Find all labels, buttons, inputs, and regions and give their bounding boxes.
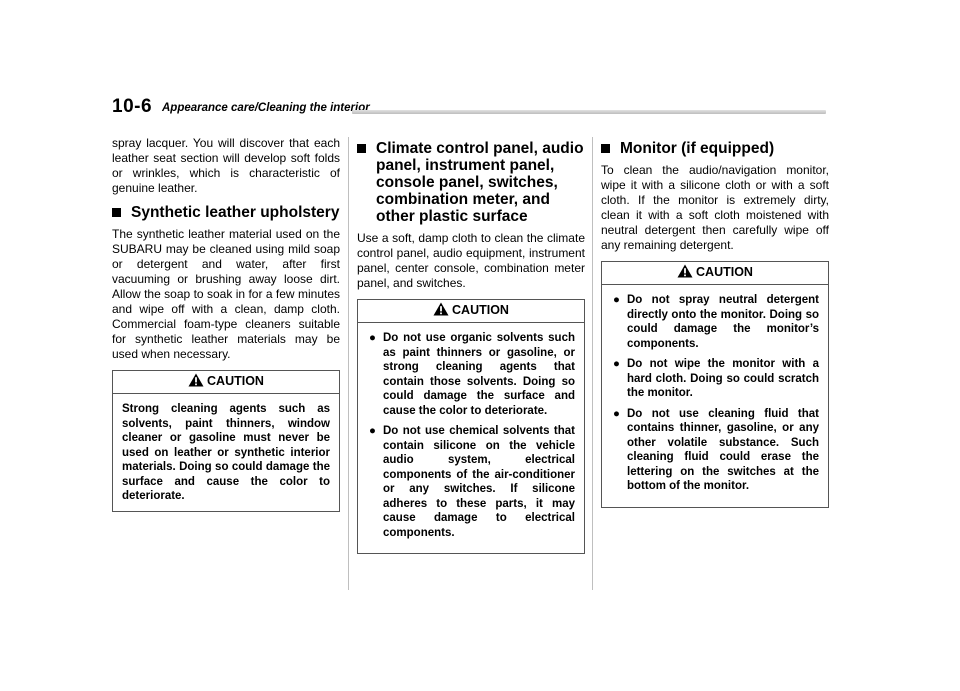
- column-divider-1: [348, 137, 349, 590]
- heading-square-icon: [112, 208, 121, 217]
- column-1: spray lacquer. You will discover that ea…: [112, 136, 340, 512]
- warning-triangle-icon: [188, 373, 204, 387]
- bullet-icon: ●: [369, 332, 376, 344]
- caution-header: CAUTION: [602, 262, 828, 285]
- section-title: Appearance care/Cleaning the interior: [162, 102, 370, 114]
- caution-label: CAUTION: [452, 303, 509, 317]
- column-3: Monitor (if equipped) To clean the audio…: [601, 136, 829, 508]
- caution-box-3: CAUTION ●Do not spray neutral detergent …: [601, 261, 829, 508]
- caution-item: ●Do not use cleaning fluid that contains…: [613, 407, 819, 493]
- warning-triangle-icon: [677, 264, 693, 278]
- heading-square-icon: [601, 144, 610, 153]
- heading-square-icon: [357, 144, 366, 153]
- caution-item: ●Do not use chemical solvents that conta…: [369, 425, 575, 539]
- bullet-icon: ●: [369, 425, 376, 437]
- caution-label: CAUTION: [696, 265, 753, 279]
- monitor-body: To clean the audio/navigation monitor, w…: [601, 163, 829, 252]
- header-rule: [352, 110, 826, 114]
- caution-list: ●Do not spray neutral detergent directly…: [611, 293, 819, 494]
- caution-item: ●Do not spray neutral detergent directly…: [613, 294, 819, 350]
- caution-item: ●Do not use organic solvents such as pai…: [369, 332, 575, 417]
- page-number: 10-6: [112, 96, 153, 117]
- caution-header: CAUTION: [113, 371, 339, 394]
- synthetic-leather-heading: Synthetic leather upholstery: [112, 204, 340, 221]
- caution-item: ●Do not wipe the monitor with a hard clo…: [613, 358, 819, 399]
- bullet-icon: ●: [613, 358, 620, 370]
- caution-text: Strong cleaning agents such as solvents,…: [122, 403, 330, 502]
- caution-box-1: CAUTION Strong cleaning agents such as s…: [112, 370, 340, 512]
- climate-panel-body: Use a soft, damp cloth to clean the clim…: [357, 231, 585, 290]
- monitor-heading: Monitor (if equipped): [601, 140, 829, 157]
- warning-triangle-icon: [433, 302, 449, 316]
- bullet-icon: ●: [613, 407, 620, 420]
- column-divider-2: [592, 137, 593, 590]
- caution-box-2: CAUTION ●Do not use organic solvents suc…: [357, 299, 585, 554]
- caution-list: ●Do not use organic solvents such as pai…: [367, 331, 575, 540]
- page-header: 10-6 Appearance care/Cleaning the interi…: [112, 96, 826, 126]
- climate-panel-heading: Climate control panel, audio panel, inst…: [357, 140, 585, 225]
- column-2: Climate control panel, audio panel, inst…: [357, 136, 585, 554]
- bullet-icon: ●: [613, 294, 620, 306]
- synthetic-leather-body: The synthetic leather material used on t…: [112, 227, 340, 361]
- leather-intro-text: spray lacquer. You will discover that ea…: [112, 136, 340, 195]
- caution-label: CAUTION: [207, 374, 264, 388]
- caution-header: CAUTION: [358, 300, 584, 323]
